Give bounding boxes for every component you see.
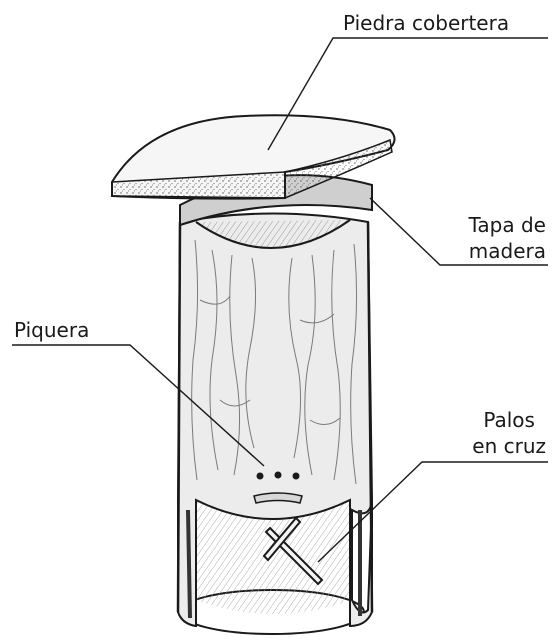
label-entrance: Piquera [14,317,89,343]
label-cross-sticks-line2: en cruz [472,433,546,459]
label-cross-sticks-line1: Palos [472,407,546,433]
label-wood-lid-line2: madera [469,238,546,264]
left-slat [188,510,190,618]
label-wood-lid: Tapa de madera [469,212,546,264]
label-cross-sticks: Palos en cruz [472,407,546,459]
label-cover-stone: Piedra cobertera [343,10,509,36]
label-wood-lid-line1: Tapa de [469,212,546,238]
